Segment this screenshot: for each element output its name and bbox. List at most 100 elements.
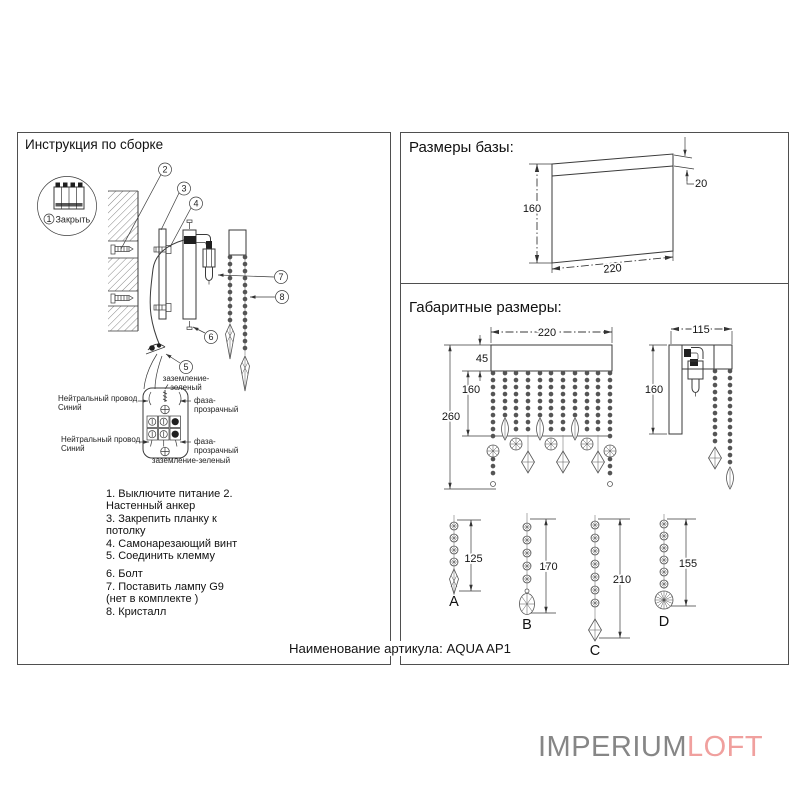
svg-text:4: 4 [193, 199, 198, 209]
base-height-dim: 160 [521, 163, 552, 264]
assembly-instructions-panel: Инструкция по сборке 1 Зак [17, 132, 391, 665]
curtain-strand [536, 370, 544, 441]
svg-text:2: 2 [162, 165, 167, 175]
curtain-strand [603, 370, 617, 487]
curtain-strand [571, 370, 579, 441]
pendant-d-label: D [659, 614, 669, 630]
assembly-diagram: 1 Закрыть [37, 162, 289, 459]
logo-part-imperium: IMPERIUM [538, 731, 687, 763]
step-line: 4. Самонарезающий винт [106, 537, 238, 550]
svg-text:6: 6 [208, 332, 213, 342]
pendant-b-label: B [522, 617, 532, 633]
wiring-label-phase-1: фаза-прозрачный [194, 396, 239, 414]
assembly-title: Инструкция по сборке [25, 137, 164, 152]
pendant-d-length: 155 [679, 558, 697, 570]
front-top-value: 45 [476, 353, 488, 365]
front-width-dim: 220 [490, 325, 613, 343]
step-line: 8. Кристалл [106, 605, 167, 618]
crystal-strand [225, 254, 235, 360]
side-lamp [684, 347, 704, 397]
curtain-strand [521, 370, 535, 474]
wiring-label-neutral-2: Нейтральный провод Синий [61, 435, 141, 453]
callout-6: 6 [192, 326, 218, 344]
base-depth-value: 20 [695, 178, 707, 190]
overall-dimensions-drawing: 220 45 160 260 115 [440, 322, 734, 659]
article-name: Наименование артикула: AQUA AP1 [0, 641, 800, 656]
step-line: Настенный анкер [106, 500, 196, 513]
curtain-strand [509, 370, 523, 451]
neutral-line1: Нейтральный провод [61, 435, 141, 444]
power-wire [149, 239, 185, 347]
front-width-value: 220 [538, 327, 556, 339]
pendant-c-length: 210 [613, 574, 631, 586]
side-strand [708, 368, 722, 470]
pendant-b-length: 170 [539, 561, 557, 573]
base-width-value: 220 [603, 262, 622, 276]
panel-divider [401, 283, 788, 284]
mounting-plate [158, 228, 167, 320]
neutral-line2: Синий [58, 402, 82, 412]
base-plate [551, 153, 674, 264]
step-line: 6. Болт [106, 568, 143, 581]
side-strand [726, 368, 734, 490]
circuit-breaker-icon [53, 182, 85, 210]
imperiumloft-logo: IMPERIUMLOFT [538, 731, 763, 764]
pendant-c-label: C [590, 643, 600, 659]
step-line: (нет в комплекте ) [106, 593, 199, 606]
wall-anchor-screw [110, 293, 134, 304]
neutral-line1: Нейтральный провод [58, 394, 138, 403]
callout-1-number: 1 [46, 214, 51, 224]
svg-text:3: 3 [181, 184, 186, 194]
wire-to-terminal [143, 353, 163, 390]
crystal-bar [228, 229, 247, 256]
ground-screw-icon [160, 404, 170, 415]
base-height-value: 160 [523, 203, 541, 215]
pendant-b: 170 B [519, 513, 559, 633]
side-view: 115 [643, 322, 734, 490]
callout-8: 8 [250, 290, 289, 304]
g9-socket [202, 241, 216, 268]
svg-text:5: 5 [183, 362, 188, 372]
callout-7: 7 [217, 270, 288, 284]
step-line: 3. Закрепить планку к [106, 512, 217, 525]
plate-screw [153, 303, 172, 312]
front-view: 220 45 160 260 [440, 325, 617, 490]
lamp-body [182, 219, 211, 330]
side-crystal-bar [713, 344, 733, 370]
curtain-strand [544, 370, 558, 451]
side-height-value: 160 [645, 384, 663, 396]
pendant-a-label: A [449, 594, 459, 610]
wiring-label-phase-2: фаза-прозрачный [194, 437, 239, 455]
pendant-d: 155 D [654, 514, 699, 630]
curtain-strand [486, 370, 500, 487]
front-total-value: 260 [442, 411, 460, 423]
curtain-strand [591, 370, 605, 474]
crystal-strand [240, 254, 250, 392]
wire-connector [184, 236, 196, 244]
step-line: 7. Поставить лампу G9 [106, 580, 224, 593]
step-line: 1. Выключите питание 2. [106, 488, 233, 500]
callout-1-label: Закрыть [56, 215, 91, 225]
curtain-strand [501, 370, 509, 441]
wall-anchor-screw [110, 244, 134, 255]
svg-text:8: 8 [279, 292, 284, 302]
step-line: 5. Соединить клемму [106, 550, 215, 563]
article-name-text: Наименование артикула: AQUA AP1 [281, 641, 519, 656]
base-width-dim: 220 [551, 251, 674, 278]
base-depth-dim: 20 [673, 137, 709, 192]
side-wall-plate [668, 344, 683, 435]
svg-text:7: 7 [278, 272, 283, 282]
g9-bulb [205, 266, 213, 285]
callout-4: 4 [169, 196, 203, 248]
wiring-label-ground-bottom: заземление-зеленый [151, 456, 231, 465]
step-line: потолку [106, 525, 146, 538]
side-depth-value: 115 [692, 324, 710, 336]
front-total-dim: 260 [440, 345, 462, 489]
wiring-label-neutral-1: Нейтральный провод Синий [58, 394, 138, 412]
ground-screw-icon [160, 446, 170, 457]
pendant-a-length: 125 [464, 553, 482, 565]
neutral-line2: Синий [61, 443, 85, 453]
front-curtain-dim: 160 [460, 371, 482, 436]
assembly-steps: 1. Выключите питание 2. Настенный анкер … [106, 488, 296, 618]
base-dimensions-drawing: 160 220 20 [521, 137, 709, 278]
